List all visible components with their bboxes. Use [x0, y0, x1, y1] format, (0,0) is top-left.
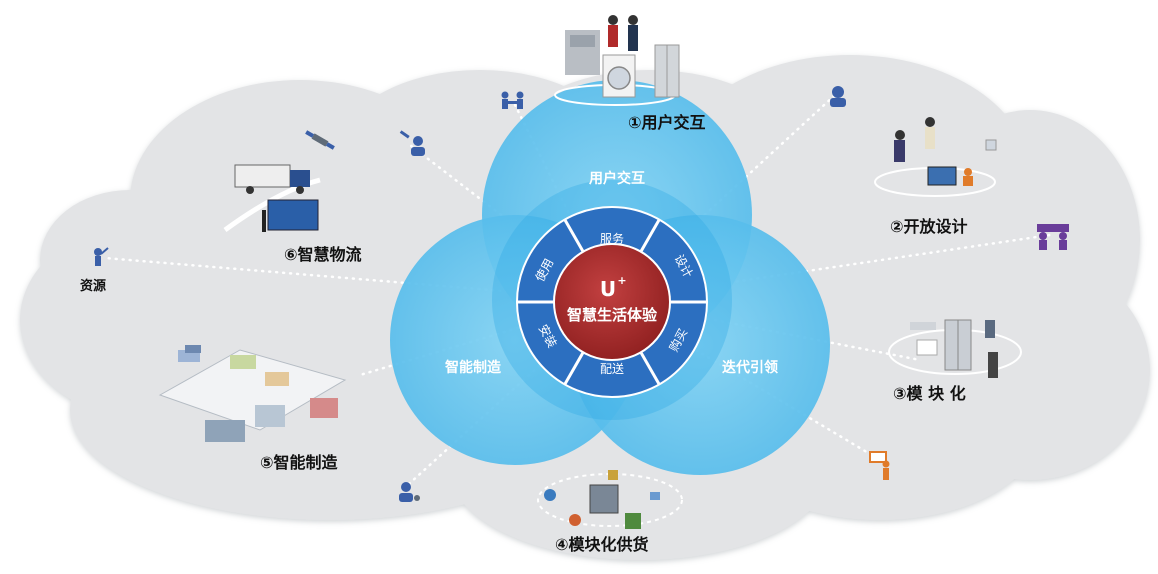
node-modular-supply: ④模块化供货: [555, 535, 649, 554]
resource-icon: [94, 247, 109, 266]
node-smart-manufacturing: ⑤智能制造: [260, 453, 339, 472]
center-brand-sup: +: [617, 274, 626, 287]
segment-service: 服务: [600, 231, 624, 246]
node-labels: ①用户交互 ②开放设计 ③模 块 化 ④模块化供货 ⑤智能制造 ⑥智慧物流 资源: [80, 113, 968, 554]
modularization-illustration: [888, 319, 1022, 378]
circle-labels: 用户交互 智能制造 迭代引领: [444, 170, 778, 376]
worker-icon: [399, 482, 420, 502]
node-resources: 资源: [80, 278, 106, 294]
node-modularization: ③模 块 化: [893, 384, 966, 403]
center-hub: U + 智慧生活体验: [553, 243, 671, 361]
smart-logistics-illustration: [223, 130, 335, 233]
label-smart-manufacturing: 智能制造: [444, 359, 501, 376]
modular-supply-illustration: [537, 470, 683, 529]
center-brand: U: [600, 277, 616, 301]
label-user-interaction: 用户交互: [589, 170, 645, 187]
user-interaction-illustration: [554, 15, 680, 106]
handshake-icon: [501, 91, 524, 109]
node-smart-logistics: ⑥智慧物流: [284, 245, 362, 264]
presenter-icon: [869, 451, 890, 480]
label-iteration-lead: 迭代引领: [722, 359, 778, 376]
smart-manufacturing-illustration: [158, 345, 347, 442]
engineer-icon: [830, 86, 846, 107]
node-open-design: ②开放设计: [890, 217, 968, 236]
segment-delivery: 配送: [600, 361, 624, 376]
node-user-interaction: ①用户交互: [628, 113, 706, 132]
center-title: 智慧生活体验: [567, 306, 658, 324]
open-design-illustration: [874, 117, 997, 197]
repair-icon: [399, 130, 425, 156]
meeting-icon: [1037, 224, 1069, 250]
